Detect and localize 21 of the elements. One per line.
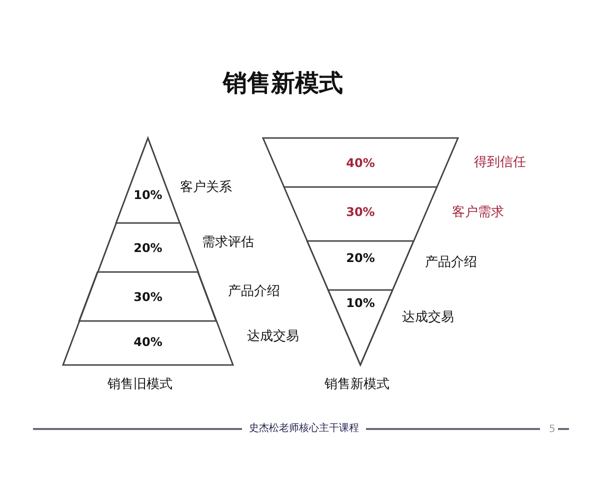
stage-label: 达成交易: [402, 310, 454, 326]
page-number: 5: [549, 423, 556, 436]
stage-label: 产品介绍: [425, 255, 477, 271]
stage-label: 客户关系: [180, 180, 232, 196]
pyramid-band: 30%: [79, 272, 217, 321]
pyramid-band: 30%: [284, 187, 437, 241]
pyramid-band: 10%: [116, 138, 180, 223]
stage-label: 产品介绍: [228, 284, 280, 300]
pyramid-band: 20%: [98, 223, 198, 272]
pyramid-band: 40%: [263, 138, 458, 187]
pyramid-band: 20%: [307, 241, 414, 290]
pyramid-band: 40%: [63, 321, 233, 365]
slide-title: 销售新模式: [223, 68, 343, 98]
stage-label: 达成交易: [247, 329, 299, 345]
stage-label: 得到信任: [474, 155, 526, 171]
stage-label: 客户需求: [452, 205, 504, 221]
footer-text: 史杰松老师核心主干课程: [249, 422, 359, 435]
pyramid-caption: 销售旧模式: [108, 377, 172, 393]
pyramid-caption: 销售新模式: [324, 377, 390, 393]
stage-label: 需求评估: [202, 235, 254, 251]
pyramid-band: 10%: [328, 290, 393, 365]
